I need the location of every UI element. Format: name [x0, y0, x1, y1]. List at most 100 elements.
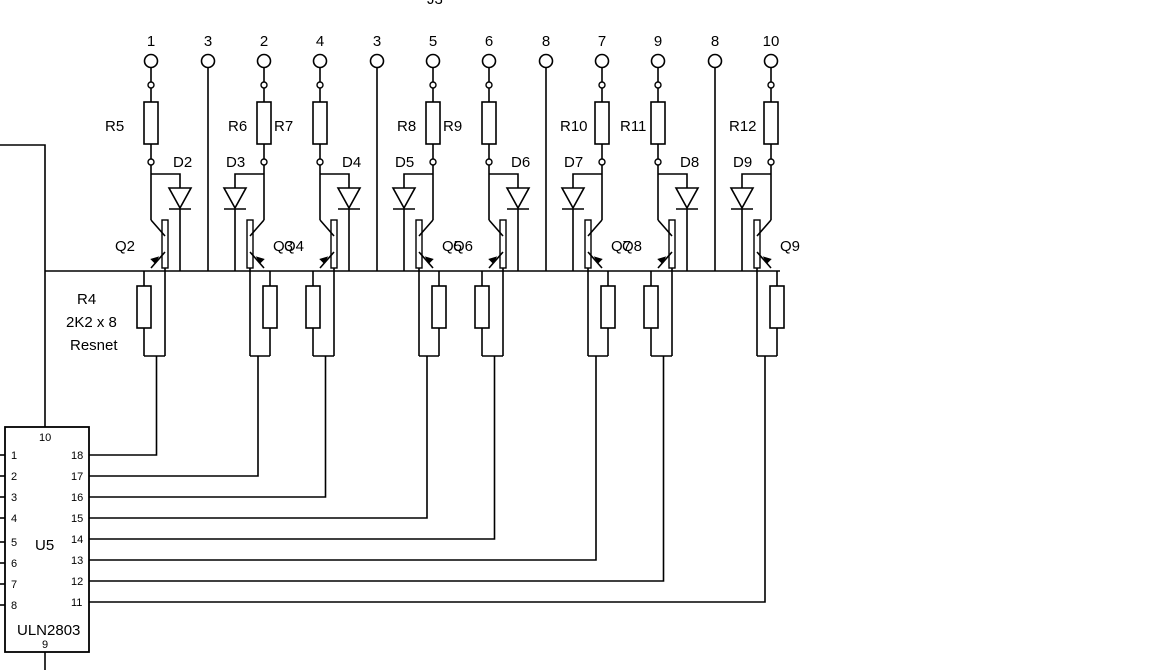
ic-body: [4, 426, 90, 653]
transistor-emitter: [150, 251, 166, 269]
ic-left-pin-number: 1: [11, 450, 17, 462]
diode-ref-label: D6: [511, 154, 530, 171]
resnet-resistor: [600, 285, 616, 329]
ic-left-pin-number: 8: [11, 600, 17, 612]
transistor-emitter: [249, 251, 265, 269]
ic-right-pin-number: 14: [71, 534, 83, 546]
resistor-ref-label: R11: [620, 118, 646, 135]
diode-ref-label: D2: [173, 154, 192, 171]
connector-pin-terminal: [200, 53, 216, 69]
connector-pin-terminal: [481, 53, 497, 69]
diode-ref-label: D5: [395, 154, 414, 171]
emitter-arrow: [150, 256, 160, 265]
supply-wire: [0, 144, 46, 427]
diode-symbol: [167, 187, 193, 210]
transistor-collector: [587, 219, 603, 237]
transistor-ref-label: Q9: [780, 238, 800, 255]
ic-output-wire: [89, 356, 597, 561]
connector-pin-number: 8: [711, 33, 719, 50]
transistor-ref-label: Q5: [442, 238, 462, 255]
transistor-base-bar: [161, 219, 169, 269]
junction-node: [485, 158, 493, 166]
junction-node: [316, 158, 324, 166]
diode-symbol: [729, 187, 755, 210]
transistor-ref-label: Q4: [284, 238, 304, 255]
connector-pin-terminal: [707, 53, 723, 69]
ic-left-pin-number: 7: [11, 579, 17, 591]
ic-part-label: ULN2803: [17, 622, 80, 639]
emitter-arrow: [593, 256, 603, 265]
junction-node: [485, 81, 493, 89]
ic-left-pin-number: 2: [11, 471, 17, 483]
diode-anode-wire: [320, 173, 350, 188]
series-resistor: [425, 101, 441, 145]
emitter-arrow: [657, 256, 667, 265]
ic-right-pin-number: 18: [71, 450, 83, 462]
diode-symbol: [222, 187, 248, 210]
diode-anode-wire: [151, 173, 181, 188]
transistor-emitter: [587, 251, 603, 269]
diode-anode-wire: [741, 173, 771, 188]
connector-pin-number: 3: [373, 33, 381, 50]
transistor-emitter: [319, 251, 335, 269]
transistor-emitter: [657, 251, 673, 269]
emitter-arrow: [255, 256, 265, 265]
ic-bottom-pin: 9: [42, 639, 48, 651]
transistor-collector: [418, 219, 434, 237]
transistor-ref-label: Q6: [453, 238, 473, 255]
diode-symbol: [391, 187, 417, 210]
resistor-ref-label: R5: [105, 118, 124, 135]
series-resistor: [312, 101, 328, 145]
ic-left-pin-number: 5: [11, 537, 17, 549]
transistor-emitter: [756, 251, 772, 269]
diode-symbol: [336, 187, 362, 210]
resistor-ref-label: R9: [443, 118, 462, 135]
ic-output-wire: [89, 356, 496, 540]
diode-ref-label: D9: [733, 154, 752, 171]
connector-ref-label: J3: [427, 0, 443, 8]
ic-ref-label: U5: [35, 537, 54, 554]
transistor-collector: [319, 219, 335, 237]
transistor-base-bar: [668, 219, 676, 269]
connector-pin-terminal: [369, 53, 385, 69]
resnet-ref-label: R4: [77, 291, 96, 308]
transistor-ref-label: Q8: [622, 238, 642, 255]
diode-anode-wire: [489, 173, 519, 188]
transistor-base-bar: [330, 219, 338, 269]
transistor-emitter: [488, 251, 504, 269]
connector-pin-terminal: [763, 53, 779, 69]
transistor-collector: [488, 219, 504, 237]
diode-ref-label: D7: [564, 154, 583, 171]
connector-pin-terminal: [425, 53, 441, 69]
ic-output-wire: [89, 356, 327, 498]
resnet-resistor: [262, 285, 278, 329]
junction-node: [429, 158, 437, 166]
junction-node: [654, 158, 662, 166]
emitter-arrow: [488, 256, 498, 265]
diode-ref-label: D8: [680, 154, 699, 171]
ic-right-pin-number: 12: [71, 576, 83, 588]
junction-node: [316, 81, 324, 89]
connector-pin-number: 8: [542, 33, 550, 50]
connector-pin-number: 3: [204, 33, 212, 50]
resistor-ref-label: R8: [397, 118, 416, 135]
ic-right-pin-number: 13: [71, 555, 83, 567]
connector-pin-number: 10: [763, 33, 780, 50]
diode-anode-wire: [234, 173, 264, 188]
transistor-ref-label: Q7: [611, 238, 631, 255]
ic-left-pin-number: 6: [11, 558, 17, 570]
resnet-resistor: [643, 285, 659, 329]
diode-anode-wire: [572, 173, 602, 188]
ic-right-pin-number: 15: [71, 513, 83, 525]
series-resistor: [256, 101, 272, 145]
emitter-arrow: [762, 256, 772, 265]
transistor-base-bar: [246, 219, 254, 269]
junction-node: [260, 158, 268, 166]
